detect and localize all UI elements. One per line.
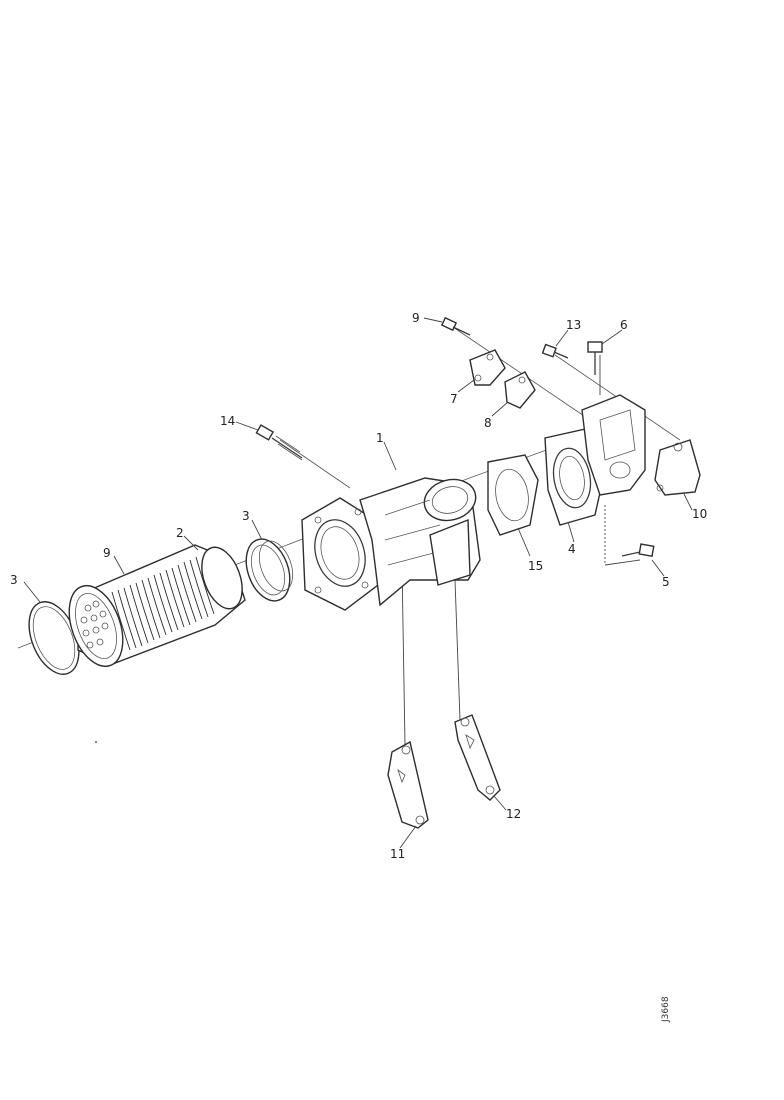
mounting-flange: [301, 497, 379, 611]
bolt-14: [255, 424, 303, 461]
callout-5: 5: [662, 575, 670, 589]
callout-3-ring: 3: [242, 509, 250, 523]
bolt-13: [541, 343, 569, 359]
callout-8: 8: [484, 416, 492, 430]
o-ring-left: [28, 601, 80, 675]
stray-dot: [95, 741, 97, 743]
callout-9-bolt: 9: [412, 311, 420, 325]
callout-1: 1: [376, 431, 384, 445]
callout-2: 2: [176, 526, 184, 540]
cooling-fins: [111, 556, 215, 651]
outlet-flange: [654, 439, 701, 496]
bolt-5: [621, 543, 655, 557]
callout-labels: 3 9 2 3 14 1 15 4 5 10 9 13 6 7 8 11 12: [10, 311, 707, 861]
reference-code: J3668: [661, 996, 671, 1023]
callout-10: 10: [692, 507, 707, 521]
bracket-7: [469, 349, 506, 386]
callout-6: 6: [620, 318, 628, 332]
callout-12: 12: [506, 807, 521, 821]
callout-4: 4: [568, 542, 576, 556]
bracket-8: [504, 371, 536, 409]
bolt-6: [587, 341, 603, 375]
callout-13: 13: [566, 318, 581, 332]
callout-leaders: [23, 317, 693, 849]
bracket-12: [454, 714, 501, 801]
housing-body: [359, 477, 481, 607]
callout-3-left: 3: [10, 573, 18, 587]
bolt-9: [440, 316, 471, 336]
thermostat-housing: [581, 394, 646, 496]
callout-14: 14: [220, 414, 235, 428]
heat-exchanger-core: [68, 544, 246, 668]
callout-15: 15: [528, 559, 543, 573]
callout-9-core: 9: [103, 546, 111, 560]
bracket-11: [387, 740, 429, 829]
gasket: [487, 454, 539, 536]
sealing-ring-right: [245, 538, 294, 602]
callout-11: 11: [390, 847, 405, 861]
callout-7: 7: [450, 392, 458, 406]
tube-holes: [80, 600, 109, 649]
